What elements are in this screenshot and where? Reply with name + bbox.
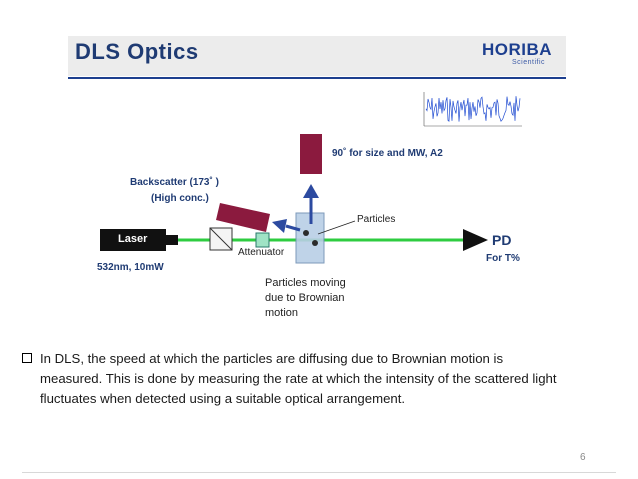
brownian-line-1: Particles moving: [265, 277, 346, 289]
logo-sub-text: Scientific: [512, 59, 546, 66]
page-number: 6: [580, 452, 586, 463]
pd-arrowhead: [463, 229, 488, 251]
polarizer-icon: [209, 227, 233, 251]
signal-trace-inset: [423, 92, 522, 127]
attenuator-label: Attenuator: [238, 247, 285, 258]
pd-sub-label: For T%: [486, 253, 520, 264]
particles-pointer: [317, 220, 356, 235]
backscatter-sub-label: (High conc.): [151, 193, 209, 204]
backscatter-label: Backscatter (173˚ ): [130, 177, 219, 188]
particle: [312, 240, 318, 246]
laser-label: Laser: [118, 233, 148, 245]
pd-label: PD: [492, 232, 512, 248]
horiba-logo: HORIBA Scientific: [482, 40, 562, 70]
slide-title: DLS Optics: [75, 39, 199, 64]
attenuator-filter: [255, 232, 270, 248]
laser-spec-label: 532nm, 10mW: [97, 262, 164, 273]
brownian-line-3: motion: [265, 307, 299, 319]
scatter-arrowhead-backscatter: [272, 219, 287, 233]
scatter-arrowhead-90: [303, 184, 319, 198]
header-rule: [68, 77, 566, 79]
scatter-arrow-backscatter: [285, 224, 301, 232]
laser-body: [100, 229, 166, 251]
footer-rule: [22, 472, 616, 473]
particle: [303, 230, 309, 236]
note-line-3: fluctuates when detected using a suitabl…: [40, 391, 406, 406]
logo-main-text: HORIBA: [482, 40, 553, 59]
note-line-1: In DLS, the speed at which the particles…: [40, 351, 504, 366]
detector-backscatter: [216, 203, 270, 232]
laser-aperture: [166, 235, 178, 245]
checkbox-bullet-icon: [22, 353, 32, 363]
brownian-line-2: due to Brownian: [265, 292, 345, 304]
header-bar: [68, 36, 566, 76]
particles-label: Particles: [357, 214, 396, 225]
signal-trace: [425, 96, 521, 122]
note-line-2: measured. This is done by measuring the …: [40, 371, 557, 386]
detector-90-label: 90˚ for size and MW, A2: [332, 148, 443, 159]
detector-90: [300, 134, 322, 174]
